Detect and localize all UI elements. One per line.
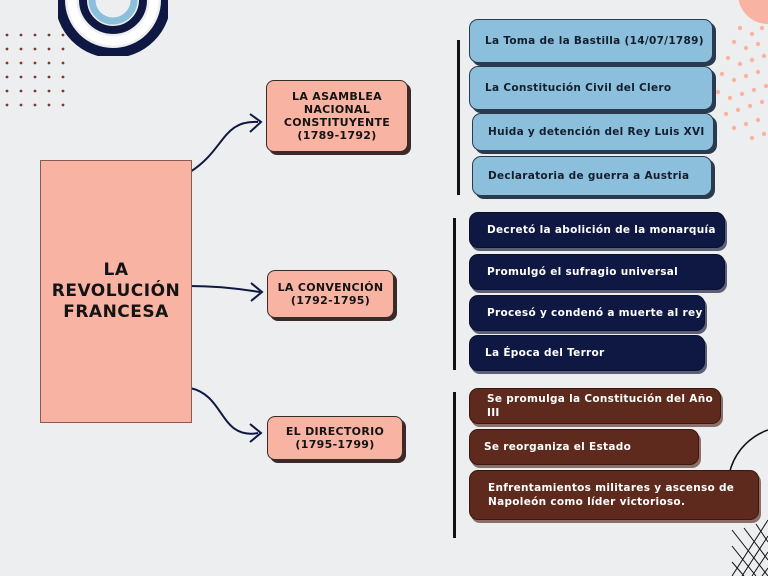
list-item-label: La Época del Terror bbox=[485, 347, 605, 359]
main-title-line: LA bbox=[103, 260, 129, 280]
list-item: Huida y detención del Rey Luis XVI bbox=[472, 113, 714, 151]
phase-label: LA CONVENCIÓN (1792-1795) bbox=[277, 281, 384, 307]
list-item-label: Huida y detención del Rey Luis XVI bbox=[488, 126, 705, 138]
list-item: La Constitución Civil del Clero bbox=[469, 66, 713, 110]
list-item: Decretó la abolición de la monarquía bbox=[469, 212, 725, 248]
bracket-line-convencion bbox=[453, 218, 456, 370]
list-item-label: La Toma de la Bastilla (14/07/1789) bbox=[485, 35, 704, 47]
rainbow-arc-decoration bbox=[58, 0, 168, 56]
list-item: Declaratoria de guerra a Austria bbox=[472, 156, 712, 196]
list-item-label: Decretó la abolición de la monarquía bbox=[487, 224, 716, 236]
phase-directorio: EL DIRECTORIO (1795-1799) bbox=[267, 416, 403, 460]
dot-cluster-decoration-right bbox=[715, 25, 768, 141]
list-item-label: Enfrentamientos militares y ascenso de N… bbox=[488, 482, 735, 508]
list-item-label: La Constitución Civil del Clero bbox=[485, 82, 672, 94]
phase-convencion: LA CONVENCIÓN (1792-1795) bbox=[267, 270, 394, 318]
list-item: Procesó y condenó a muerte al rey bbox=[469, 295, 705, 331]
main-title-box: LA REVOLUCIÓN FRANCESA bbox=[40, 160, 192, 423]
list-item-label: Se reorganiza el Estado bbox=[484, 441, 632, 453]
phase-label: LA ASAMBLEA NACIONAL CONSTITUYENTE (1789… bbox=[283, 90, 391, 142]
list-item: Se reorganiza el Estado bbox=[469, 429, 699, 465]
main-title-line: FRANCESA bbox=[63, 302, 169, 322]
bracket-line-asamblea bbox=[457, 40, 460, 195]
main-title-line: REVOLUCIÓN bbox=[51, 281, 181, 301]
list-item: Promulgó el sufragio universal bbox=[469, 254, 725, 290]
phase-label: EL DIRECTORIO (1795-1799) bbox=[285, 425, 385, 451]
phase-asamblea: LA ASAMBLEA NACIONAL CONSTITUYENTE (1789… bbox=[266, 80, 408, 152]
main-title: LA REVOLUCIÓN FRANCESA bbox=[52, 260, 181, 323]
list-item-label: Declaratoria de guerra a Austria bbox=[488, 170, 690, 182]
list-item: La Época del Terror bbox=[469, 335, 705, 371]
circle-decoration-top-right bbox=[738, 0, 768, 24]
list-item: Se promulga la Constitución del Año III bbox=[469, 388, 721, 424]
list-item: Enfrentamientos militares y ascenso de N… bbox=[469, 470, 759, 520]
dot-grid-decoration-left bbox=[5, 33, 65, 107]
list-item: La Toma de la Bastilla (14/07/1789) bbox=[469, 19, 713, 63]
list-item-label: Promulgó el sufragio universal bbox=[487, 266, 679, 278]
list-item-label: Procesó y condenó a muerte al rey bbox=[487, 307, 703, 319]
bracket-line-directorio bbox=[453, 392, 456, 538]
list-item-label: Se promulga la Constitución del Año III bbox=[487, 393, 713, 419]
